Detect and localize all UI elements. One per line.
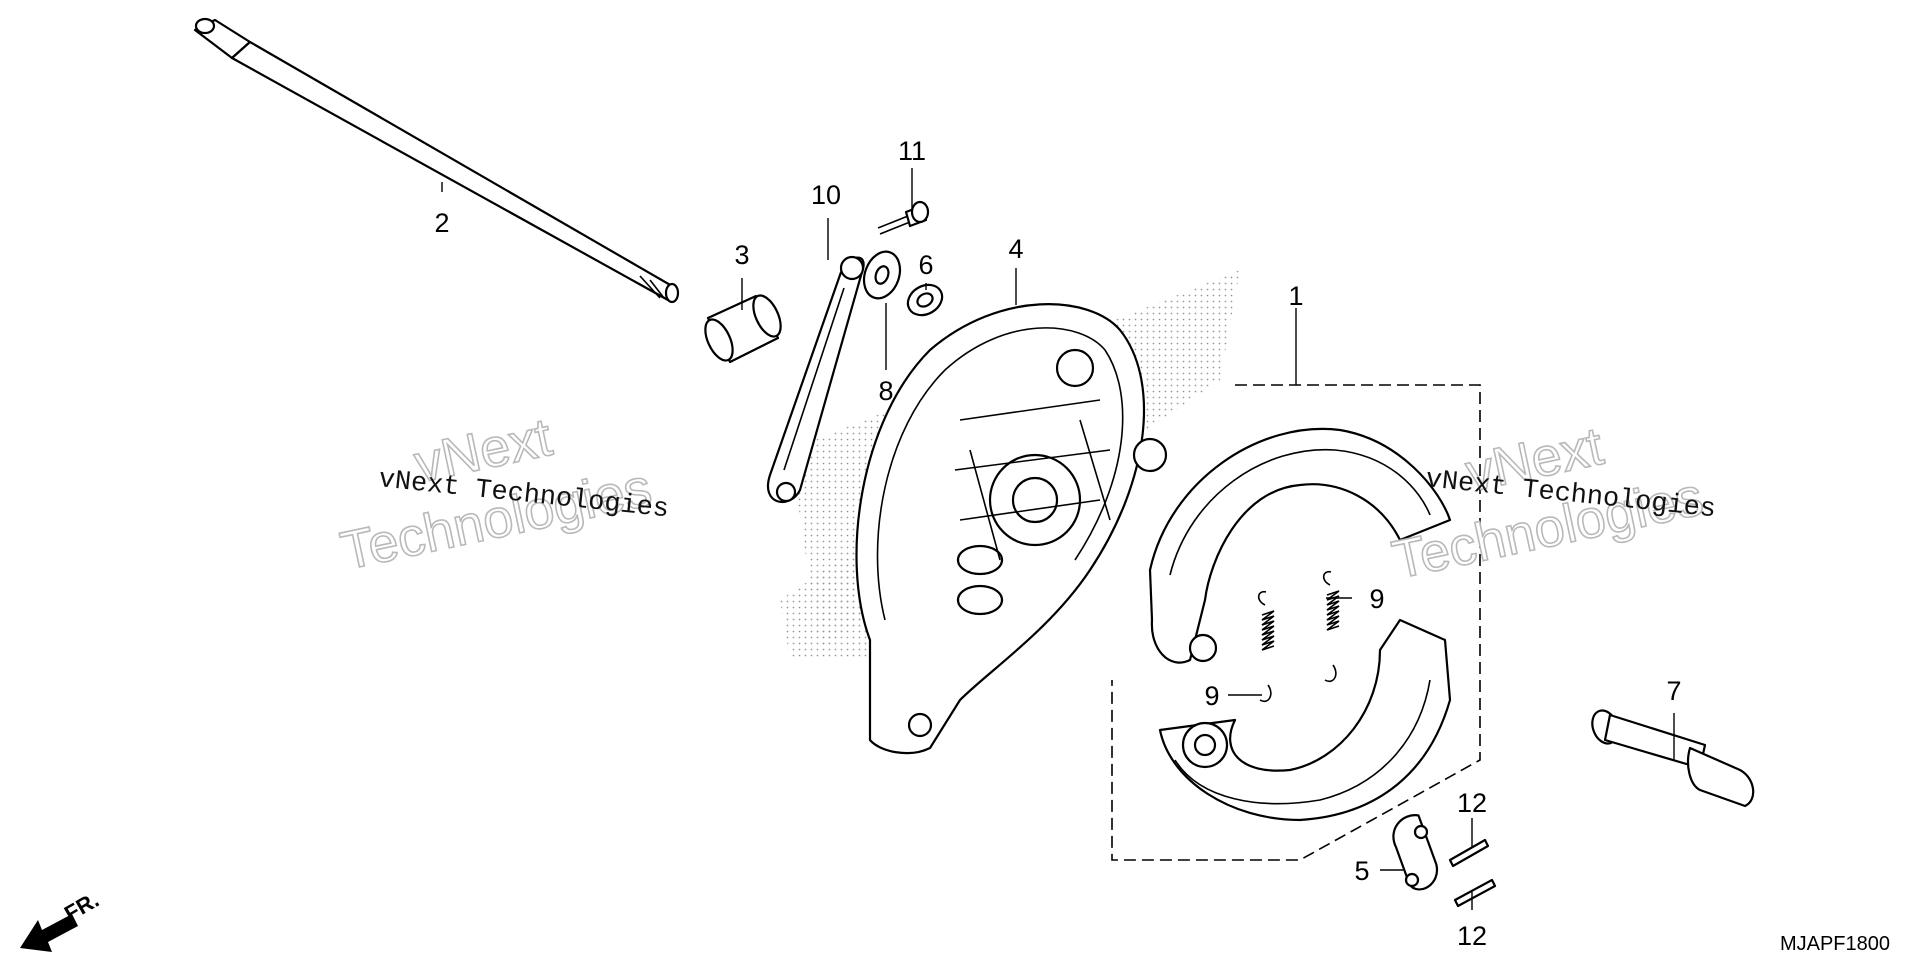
part-group-box [1111, 384, 1481, 861]
callout-8: 8 [878, 376, 893, 406]
part-brake-shoe-lower [1158, 618, 1452, 822]
part-spring-left [1257, 590, 1275, 703]
part-stopper-arm [767, 255, 865, 504]
callout-10: 10 [811, 180, 841, 210]
callout-2: 2 [434, 208, 449, 238]
callout-6: 6 [918, 250, 933, 280]
part-brake-panel [855, 303, 1168, 755]
part-brake-shoe-upper [1148, 427, 1452, 664]
part-nut [906, 283, 944, 317]
front-arrow-icon [20, 914, 78, 952]
part-plate [1392, 814, 1439, 891]
part-collar [704, 294, 782, 364]
part-washer [862, 250, 902, 300]
callout-9-upper: 9 [1369, 584, 1384, 614]
callout-11: 11 [898, 136, 926, 166]
callouts: 1 2 3 4 5 6 7 8 9 9 10 11 12 12 [434, 136, 1681, 951]
callout-1: 1 [1288, 281, 1303, 311]
callout-12-upper: 12 [1457, 788, 1487, 818]
callout-9-lower: 9 [1204, 681, 1219, 711]
callout-3: 3 [734, 240, 749, 270]
callout-7: 7 [1666, 676, 1681, 706]
part-cotter-pin-lower [1453, 878, 1497, 908]
diagram-code: MJAPF1800 [1780, 933, 1890, 955]
part-cotter-pin-upper [1448, 838, 1490, 868]
part-brake-cam [1591, 709, 1755, 808]
callout-12-lower: 12 [1457, 921, 1487, 951]
part-spring-right [1322, 570, 1340, 683]
callout-4: 4 [1008, 234, 1023, 264]
front-arrow: FR. [20, 887, 103, 952]
part-bolt [877, 200, 930, 235]
leader-lines [441, 168, 1675, 910]
callout-5: 5 [1354, 856, 1369, 886]
part-axle [193, 17, 680, 304]
